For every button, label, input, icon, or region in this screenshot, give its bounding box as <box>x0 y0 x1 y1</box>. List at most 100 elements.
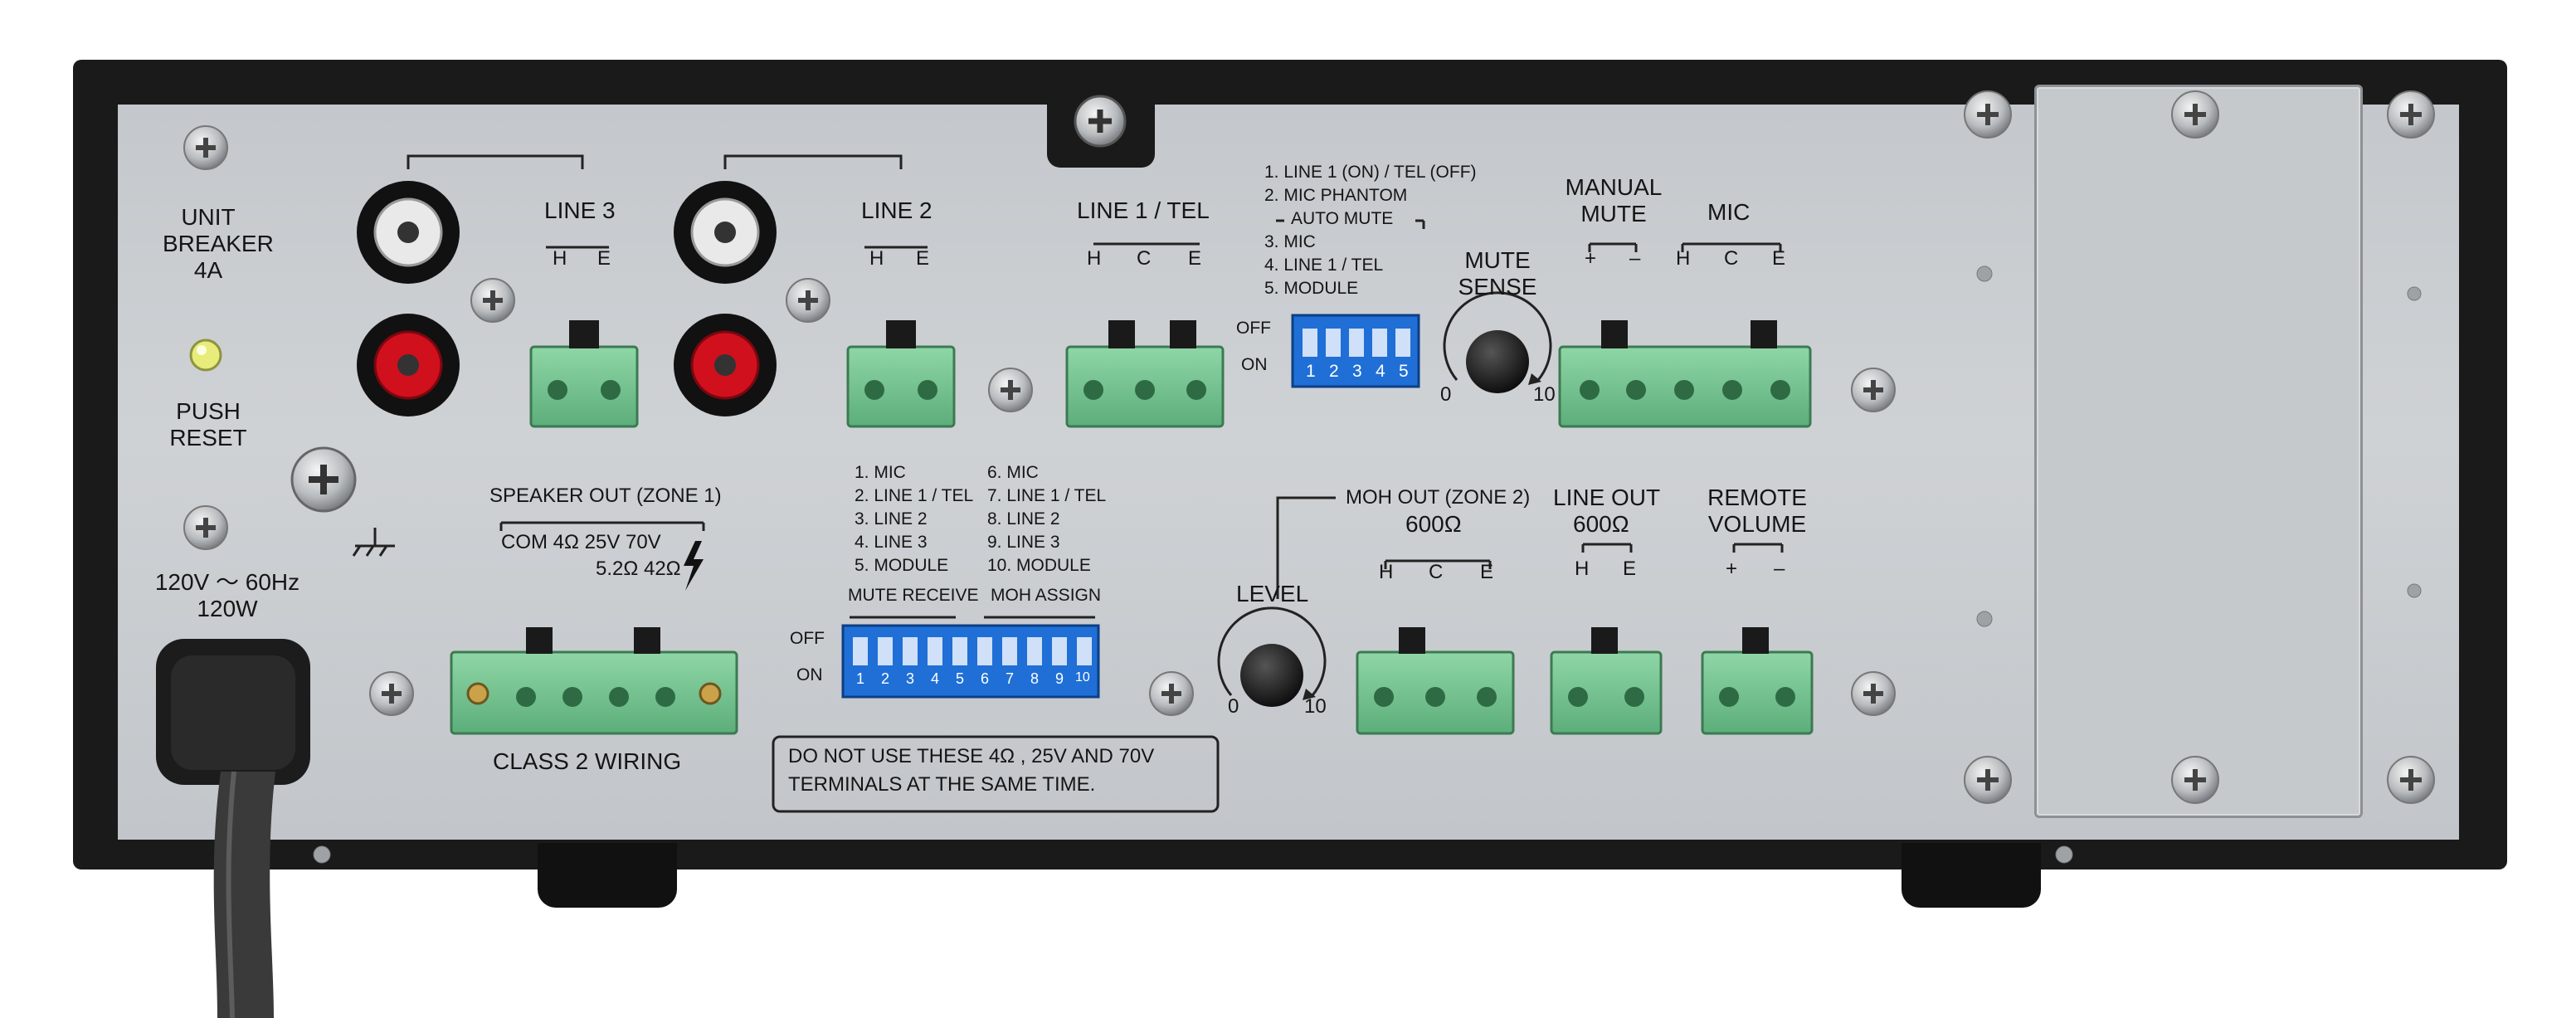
dip5-item: 3. MIC <box>1264 232 1316 251</box>
screw-icon <box>1851 671 1896 716</box>
line2-h-label: H <box>869 247 884 270</box>
mic-label: MIC <box>1707 199 1751 225</box>
terminal-block-mute-mic[interactable] <box>1558 320 1812 428</box>
line2-label: LINE 2 <box>861 197 933 223</box>
terminal-block-line-out[interactable] <box>1550 627 1663 735</box>
moh-out-h-label: H <box>1379 561 1394 583</box>
line-out-e-label: E <box>1623 558 1637 580</box>
rca-jack-white-line3[interactable] <box>357 181 460 284</box>
line-out-label: LINE OUT <box>1553 485 1661 510</box>
dip5-item: 4. LINE 1 / TEL <box>1264 256 1384 275</box>
dip5-num: 4 <box>1376 362 1385 381</box>
breaker-led-icon <box>189 339 222 372</box>
level-min: 0 <box>1228 695 1239 718</box>
dip10-num: 10 <box>1075 670 1090 684</box>
class2-wiring-label: CLASS 2 WIRING <box>493 748 682 774</box>
dip10-num: 3 <box>906 670 915 687</box>
manual-mute-plus: + <box>1585 247 1597 270</box>
power-rating-label: 120V 〜 60Hz 120W <box>144 569 310 622</box>
mute-sense-line: MUTE <box>1464 247 1531 273</box>
remote-plus: + <box>1726 558 1738 580</box>
screw-icon <box>1964 90 2012 139</box>
dip5-num: 2 <box>1329 362 1339 381</box>
screw-icon <box>988 368 1033 412</box>
unit-breaker-line: UNIT <box>181 204 236 230</box>
push-reset-line: RESET <box>169 425 247 451</box>
push-reset-label: PUSH RESET <box>163 398 254 451</box>
dip10-num: 8 <box>1030 670 1040 687</box>
level-max: 10 <box>1304 695 1327 718</box>
unit-breaker-label: UNIT BREAKER 4A <box>163 204 274 285</box>
terminal-block-line2[interactable] <box>846 320 956 428</box>
dip10-item: 5. MODULE <box>855 556 949 575</box>
mute-sense-knob[interactable] <box>1443 291 1552 393</box>
screw-icon <box>2171 90 2219 139</box>
rca-jack-red-line2[interactable] <box>674 314 777 416</box>
terminal-block-line3[interactable] <box>529 320 639 428</box>
terminal-block-moh-out[interactable] <box>1356 627 1515 735</box>
screw-icon <box>369 671 414 716</box>
line3-label: LINE 3 <box>544 197 616 223</box>
moh-out-e-label: E <box>1480 561 1494 583</box>
line3-h-label: H <box>553 247 567 270</box>
label-brackets <box>407 154 1784 619</box>
speaker-out-label: SPEAKER OUT (ZONE 1) <box>489 485 722 507</box>
line1-tel-label: LINE 1 / TEL <box>1077 197 1210 223</box>
dip10-item: 1. MIC <box>855 463 906 482</box>
dip-switch-10-pos[interactable] <box>841 624 1100 699</box>
dip5-item: 5. MODULE <box>1264 279 1359 298</box>
screw-icon <box>1149 671 1194 716</box>
terminal-block-speaker-out[interactable] <box>450 627 738 735</box>
level-knob[interactable] <box>1217 606 1327 707</box>
hole-icon <box>2407 286 2422 301</box>
mute-sense-min: 0 <box>1440 383 1452 406</box>
dip10-num: 9 <box>1055 670 1064 687</box>
ground-symbol-icon <box>352 528 395 557</box>
warning-text-line1: DO NOT USE THESE 4Ω , 25V AND 70V <box>788 745 1155 767</box>
screw-icon <box>1964 756 2012 804</box>
ground-screw-icon <box>290 446 357 513</box>
terminal-block-line1-tel[interactable] <box>1065 320 1225 428</box>
manual-mute-label: MANUAL MUTE <box>1560 174 1668 227</box>
line3-e-label: E <box>597 247 611 270</box>
screw-icon <box>183 505 228 550</box>
line2-e-label: E <box>916 247 930 270</box>
hole-icon <box>1976 611 1993 627</box>
dip10-item: 6. MIC <box>987 463 1039 482</box>
mute-sense-line: SENSE <box>1458 274 1537 300</box>
dip10-num: 7 <box>1006 670 1015 687</box>
dip5-num: 5 <box>1399 362 1409 381</box>
warning-text-line2: TERMINALS AT THE SAME TIME. <box>788 773 1096 796</box>
screw-icon <box>183 125 228 170</box>
terminal-block-remote-volume[interactable] <box>1701 627 1814 735</box>
unit-breaker-line: BREAKER <box>163 231 274 257</box>
dip10-num: 1 <box>856 670 865 687</box>
mute-sense-label: MUTE SENSE <box>1444 247 1551 300</box>
speaker-out-row1: COM 4Ω 25V 70V <box>501 531 661 553</box>
dip5-item: 2. MIC PHANTOM <box>1264 186 1408 205</box>
hole-icon <box>313 845 331 864</box>
left-foot <box>538 843 677 908</box>
dip5-num: 1 <box>1306 362 1316 381</box>
screw-icon <box>2387 90 2435 139</box>
moh-out-impedance: 600Ω <box>1405 511 1462 537</box>
warning-box <box>772 735 1220 813</box>
dip10-item: 2. LINE 1 / TEL <box>855 486 974 505</box>
hole-icon <box>2055 845 2073 864</box>
remote-volume-line: REMOTE <box>1707 485 1807 510</box>
line1-c-label: C <box>1137 247 1152 270</box>
dip-switch-5-pos[interactable] <box>1291 314 1420 388</box>
push-reset-line: PUSH <box>176 398 241 424</box>
right-foot <box>1902 843 2041 908</box>
module-slot-cover <box>2034 85 2363 818</box>
line1-h-label: H <box>1087 247 1102 270</box>
rca-jack-red-line3[interactable] <box>357 314 460 416</box>
dip10-off-label: OFF <box>790 629 825 648</box>
rca-jack-white-line2[interactable] <box>674 181 777 284</box>
dip5-item: 1. LINE 1 (ON) / TEL (OFF) <box>1264 163 1477 182</box>
screw-icon <box>2171 756 2219 804</box>
power-rating-line: 120W <box>197 596 258 622</box>
mic-e-label: E <box>1772 247 1786 270</box>
manual-mute-line: MANUAL <box>1565 174 1663 200</box>
dip10-item: 8. LINE 2 <box>987 509 1060 528</box>
